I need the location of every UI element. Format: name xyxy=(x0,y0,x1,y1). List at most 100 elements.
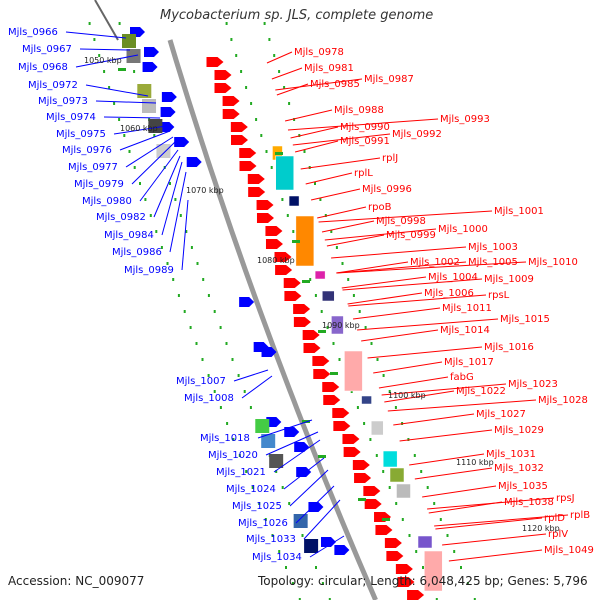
gene-block xyxy=(371,420,384,436)
green-marker xyxy=(330,372,338,375)
plus-gene-arrow xyxy=(312,356,330,366)
tick-dot xyxy=(265,150,268,153)
tick-dot xyxy=(324,214,327,217)
genome-title: Mycobacterium sp. JLS, complete genome xyxy=(160,8,434,23)
minus-gene-label: Mjls_0989 xyxy=(124,265,174,276)
minus-gene-arrow xyxy=(160,107,176,117)
plus-gene-arrow xyxy=(256,200,274,210)
plus-gene-label: Mjls_0991 xyxy=(340,136,390,147)
kbp-tick-label: 1070 kbp xyxy=(186,186,224,195)
plus-gene-label: Mjls_0996 xyxy=(362,184,412,195)
plus-gene-label: rpsL xyxy=(488,290,510,301)
kbp-tick-label: 1060 kbp xyxy=(120,124,158,133)
tick-dot xyxy=(283,86,286,89)
tick-dot xyxy=(288,502,291,505)
plus-leader-line xyxy=(284,109,333,122)
tick-dot xyxy=(177,294,180,297)
minus-leader-line xyxy=(153,155,181,218)
tick-dot xyxy=(260,134,263,137)
plus-leader-line xyxy=(336,261,467,274)
plus-gene-label: Mjls_0992 xyxy=(392,129,442,140)
tick-dot xyxy=(118,118,121,121)
minus-gene-label: Mjls_1018 xyxy=(200,433,250,444)
tick-dot xyxy=(435,598,438,600)
plus-leader-line xyxy=(317,206,367,219)
plus-gene-label: Mjls_1011 xyxy=(442,303,492,314)
minus-leader-line xyxy=(119,130,171,151)
gene-block xyxy=(314,270,326,280)
plus-leader-line xyxy=(331,246,467,259)
tick-dot xyxy=(275,470,278,473)
minus-gene-arrow xyxy=(261,347,277,357)
tick-dot xyxy=(268,38,271,41)
plus-gene-label: Mjls_1009 xyxy=(484,274,534,285)
kbp-tick-label: 1120 kbp xyxy=(522,524,560,533)
plus-leader-line xyxy=(310,188,361,201)
tick-dot xyxy=(179,214,182,217)
tick-dot xyxy=(278,70,281,73)
tick-dot xyxy=(350,390,353,393)
green-marker xyxy=(302,280,310,283)
tick-dot xyxy=(439,518,442,521)
plus-leader-line xyxy=(300,157,381,170)
gene-block xyxy=(304,539,319,553)
green-marker xyxy=(118,68,126,71)
plus-gene-arrow xyxy=(407,590,425,600)
tick-dot xyxy=(160,246,163,249)
minus-leader-line xyxy=(265,431,319,456)
tick-dot xyxy=(278,550,281,553)
plus-gene-arrow xyxy=(397,577,415,587)
plus-leader-line xyxy=(318,210,493,223)
tick-dot xyxy=(309,278,312,281)
green-marker xyxy=(275,152,283,155)
minus-gene-arrow xyxy=(159,122,175,132)
gene-block xyxy=(389,467,405,483)
tick-dot xyxy=(240,70,243,73)
plus-gene-arrow xyxy=(333,421,351,431)
plus-gene-label: Mjls_1035 xyxy=(498,481,548,492)
tick-dot xyxy=(183,310,186,313)
plus-gene-label: Mjls_1010 xyxy=(528,257,578,268)
tick-dot xyxy=(155,230,158,233)
gene-block xyxy=(288,195,300,207)
tick-dot xyxy=(352,294,355,297)
tick-dot xyxy=(108,86,111,89)
plus-leader-line xyxy=(275,78,363,91)
tick-dot xyxy=(232,438,235,441)
plus-gene-arrow xyxy=(395,564,413,574)
plus-gene-arrow xyxy=(354,473,372,483)
plus-leader-line xyxy=(434,514,569,527)
plus-gene-label: Mjls_1038 xyxy=(504,497,554,508)
minus-gene-label: Mjls_1021 xyxy=(216,467,266,478)
tick-dot xyxy=(332,342,335,345)
tick-dot xyxy=(303,150,306,153)
plus-leader-line xyxy=(373,361,443,374)
plus-gene-arrow xyxy=(364,499,382,509)
tick-dot xyxy=(286,214,289,217)
tick-dot xyxy=(93,38,96,41)
plus-gene-arrow xyxy=(248,187,266,197)
tick-dot xyxy=(207,294,210,297)
tick-dot xyxy=(195,342,198,345)
plus-gene-arrow xyxy=(239,148,257,158)
tick-dot xyxy=(225,22,228,25)
plus-leader-line xyxy=(336,261,527,274)
plus-leader-line xyxy=(352,307,441,320)
gene-block xyxy=(424,550,443,592)
minus-leader-line xyxy=(181,199,189,271)
plus-leader-line xyxy=(305,172,353,185)
tick-dot xyxy=(255,118,258,121)
gene-block xyxy=(344,350,363,392)
minus-gene-arrow xyxy=(266,417,282,427)
tick-dot xyxy=(413,454,416,457)
tick-dot xyxy=(271,534,274,537)
genome-summary: Topology: circular; Length: 6,048,425 bp… xyxy=(258,574,588,588)
tick-dot xyxy=(382,470,385,473)
minus-gene-label: Mjls_1025 xyxy=(232,501,282,512)
tick-dot xyxy=(243,390,246,393)
plus-leader-line xyxy=(442,533,547,546)
plus-leader-line xyxy=(448,549,543,562)
tick-dot xyxy=(375,454,378,457)
kbp-tick-label: 1090 kbp xyxy=(322,321,360,330)
